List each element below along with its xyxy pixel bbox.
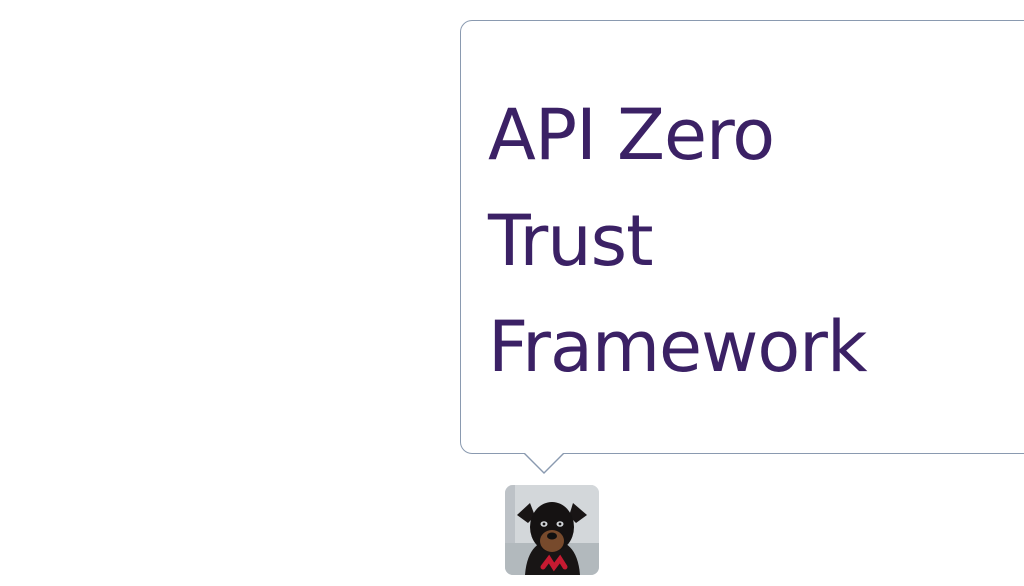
card-title-line-1: API Zero bbox=[488, 94, 775, 176]
card-title: API Zero Trust Framework bbox=[488, 82, 867, 400]
speech-bubble-tail bbox=[523, 452, 565, 474]
card-title-line-2: Trust bbox=[488, 200, 654, 282]
dog-avatar-icon bbox=[505, 485, 599, 575]
speech-bubble bbox=[460, 20, 1024, 454]
dog-avatar[interactable] bbox=[505, 485, 599, 575]
card-title-line-3: Framework bbox=[488, 306, 867, 388]
